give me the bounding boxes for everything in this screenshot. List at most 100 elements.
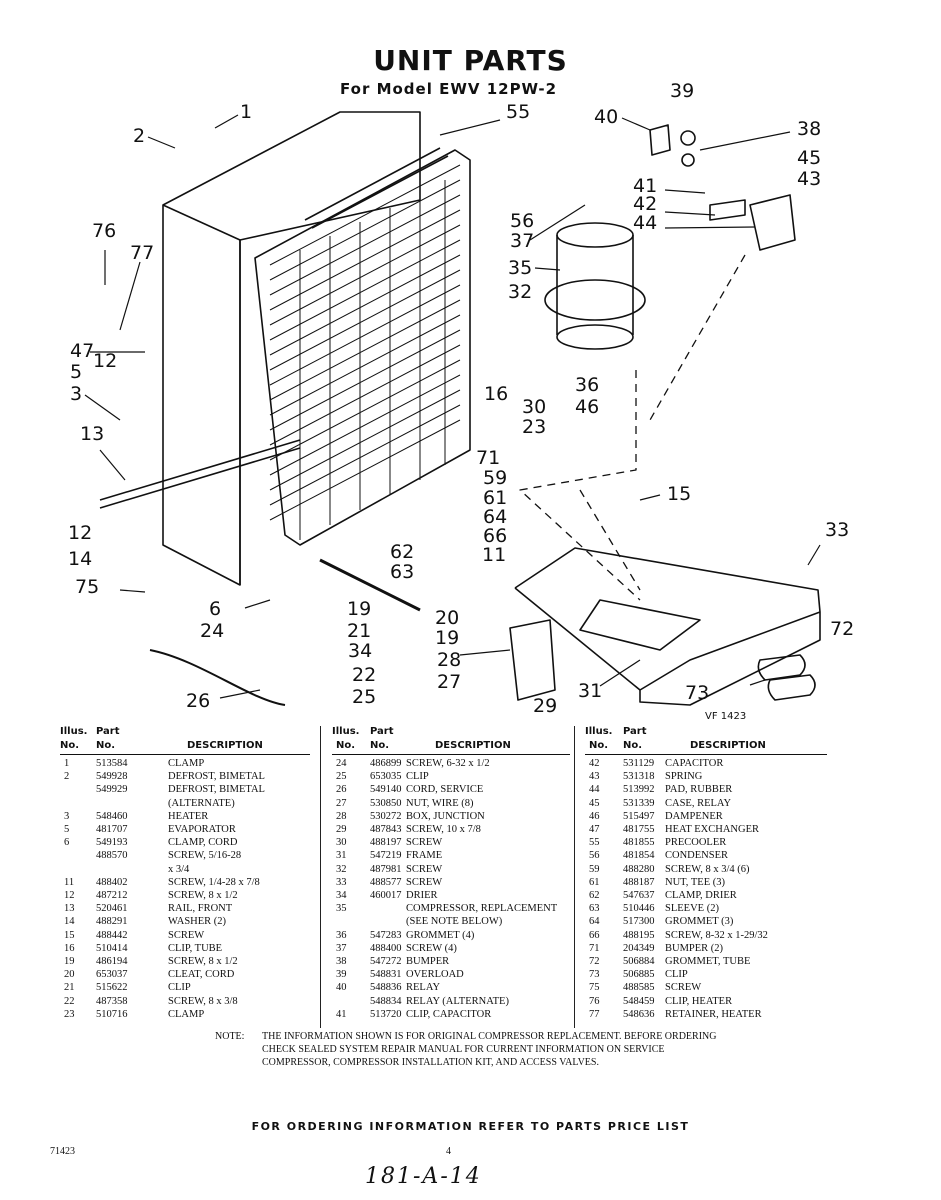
part-description: SCREW [406,863,443,875]
part-number: 515622 [96,982,128,994]
illus-number: 2 [64,771,70,783]
callout-label: 22 [352,664,377,686]
illus-number: 39 [336,969,347,981]
part-number: 548459 [623,995,655,1007]
part-description: PAD, RUBBER [665,784,733,796]
part-number: 531129 [623,758,655,769]
cabinet-outline [162,111,421,586]
no-header: No. [336,740,356,751]
illus-number: 64 [589,916,600,928]
illus-number: 15 [64,929,75,941]
part-description: DAMPENER [665,810,723,822]
page-number: 4 [446,1146,451,1157]
part-description: CORD, SERVICE [406,784,484,796]
callout-label: 20 [435,607,460,629]
part-description: HEAT EXCHANGER [665,824,760,835]
part-description: CLAMP, DRIER [665,890,737,901]
part-number: 530850 [370,797,402,809]
callout-label: 45 [797,147,822,169]
part-number: 506885 [623,969,655,981]
callout-label: 43 [797,168,822,190]
part-description: SCREW [406,837,443,849]
part-description: EVAPORATOR [168,824,236,835]
part-number: 548836 [370,982,402,994]
part-description: CLAMP [168,1008,205,1020]
part-number: 481855 [623,837,655,849]
part-number: 549140 [370,784,402,796]
illus-number: 38 [336,956,347,967]
part-description: RELAY [406,982,441,994]
callout-label: 38 [797,118,822,140]
callout-label: 64 [483,506,508,528]
part-description: SCREW, 10 x 7/8 [406,824,481,835]
part-number: 547219 [370,850,402,862]
callout-label: 56 [510,210,535,232]
callout-label: 23 [522,416,547,438]
part-number: 481755 [623,824,655,835]
table-row: 5 481707 EVAPORATOR [60,824,315,837]
header-rule [332,754,570,755]
callout-label: 35 [508,257,533,279]
illus-number: 32 [336,863,347,875]
callout-label: 33 [825,519,850,541]
callout-label: 12 [68,522,93,544]
callout-label: 16 [484,383,509,405]
part-header: Part [623,726,647,737]
part-number: 548636 [623,1008,655,1020]
callout-label: 61 [483,487,508,509]
compressor-drawing [544,222,646,350]
illus-number: 66 [589,929,600,941]
illus-number: 75 [589,982,600,994]
callout-label: 27 [437,671,462,693]
illus-number: 44 [589,784,600,796]
part-description: SCREW, 1/4-28 x 7/8 [168,876,260,888]
part-number: 531318 [623,771,655,783]
illus-number: 5 [64,824,70,835]
illus-header: Illus. [585,726,613,737]
illus-number: 3 [64,810,70,822]
illus-number: 20 [64,969,75,981]
part-description: SLEEVE (2) [665,903,719,915]
callout-label: 59 [483,467,508,489]
illus-number: 19 [64,956,75,967]
part-description: SPRING [665,771,703,783]
part-number: 515497 [623,810,655,822]
table-row: x 3/4 [60,864,315,877]
callout-label: 76 [92,220,117,242]
part-description: CLEAT, CORD [168,969,235,981]
illus-number: 30 [336,837,347,849]
note-label: NOTE: [215,1031,245,1042]
part-number: 510414 [96,942,128,954]
illus-number: 25 [336,771,347,783]
part-number: 486899 [370,758,402,769]
part-description: (SEE NOTE BELOW) [406,916,503,928]
illus-number: 73 [589,969,600,981]
part-no-header: No. [96,740,116,751]
illus-number: 6 [64,837,70,849]
part-number: 481707 [96,824,128,835]
callout-label: 72 [830,618,855,640]
part-description: GROMMET, TUBE [665,956,751,967]
